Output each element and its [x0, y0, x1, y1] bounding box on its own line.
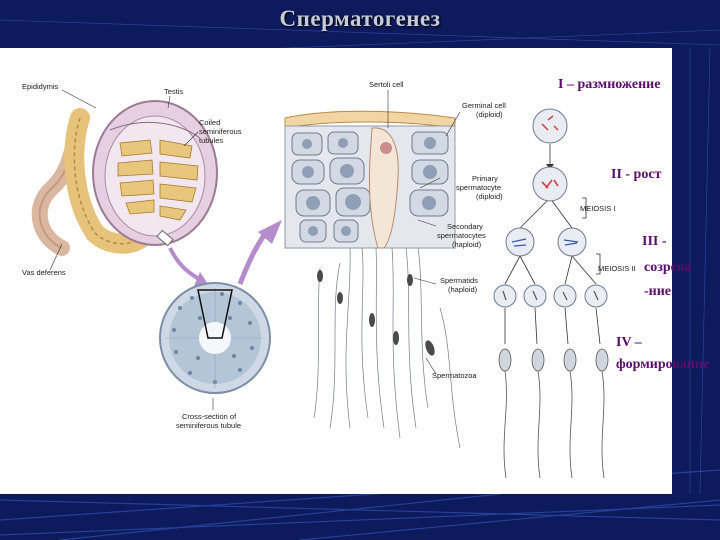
flow-arrow-down: [168, 247, 208, 286]
label-testis: Testis: [164, 87, 184, 96]
label-spermatozoa: Spermatozoa: [432, 371, 477, 380]
label-cross-section-1: Cross-section of: [182, 412, 237, 421]
testis-illustration: [31, 100, 218, 256]
label-coiled-2: seminiferous: [199, 127, 242, 136]
label-meiosis-1: MEIOSIS I: [580, 204, 616, 213]
label-meiosis-2: MEIOSIS II: [598, 264, 636, 273]
label-cross-section-2: seminiferous tubule: [176, 421, 242, 430]
label-sertoli-cell: Sertoli cell: [369, 80, 404, 89]
epithelium-illustration: [284, 110, 461, 449]
label-spermatids-1: Spermatids: [440, 276, 478, 285]
label-primary-2: spermatocyte: [456, 183, 502, 192]
stage-1-label: I – размножение: [558, 77, 661, 92]
label-epididymis: Epididymis: [22, 82, 59, 91]
stage-3-label-b: созрева: [644, 260, 692, 275]
stage-4-clip: формирование: [616, 356, 720, 373]
label-vas-deferens: Vas deferens: [22, 268, 66, 277]
label-coiled-3: tubules: [199, 136, 224, 145]
cross-section-illustration: [159, 282, 271, 394]
stage-4-label-b: формирование: [616, 357, 710, 372]
label-germinal-cell-1: Germinal cell: [462, 101, 506, 110]
stage-3-label-a: III -: [642, 234, 667, 249]
label-spermatids-2: (haploid): [448, 285, 478, 294]
label-germinal-cell-2: (diploid): [476, 110, 503, 119]
stage-4-label-a: IV –: [616, 335, 642, 350]
label-primary-3: (diploid): [476, 192, 503, 201]
stage-3-label-c: -ние: [644, 284, 672, 299]
cell-lineage: [493, 108, 609, 479]
spermatogenesis-diagram: [31, 89, 609, 479]
label-secondary-2: spermatocytes: [437, 231, 486, 240]
label-secondary-1: Secondary: [447, 222, 483, 231]
flow-arrow-up: [237, 220, 282, 285]
slide-title: Сперматогенез: [279, 6, 441, 31]
label-primary-1: Primary: [472, 174, 498, 183]
label-secondary-3: (haploid): [452, 240, 482, 249]
label-coiled-1: Coiled: [199, 118, 221, 127]
stage-2-label: II - рост: [611, 167, 662, 182]
